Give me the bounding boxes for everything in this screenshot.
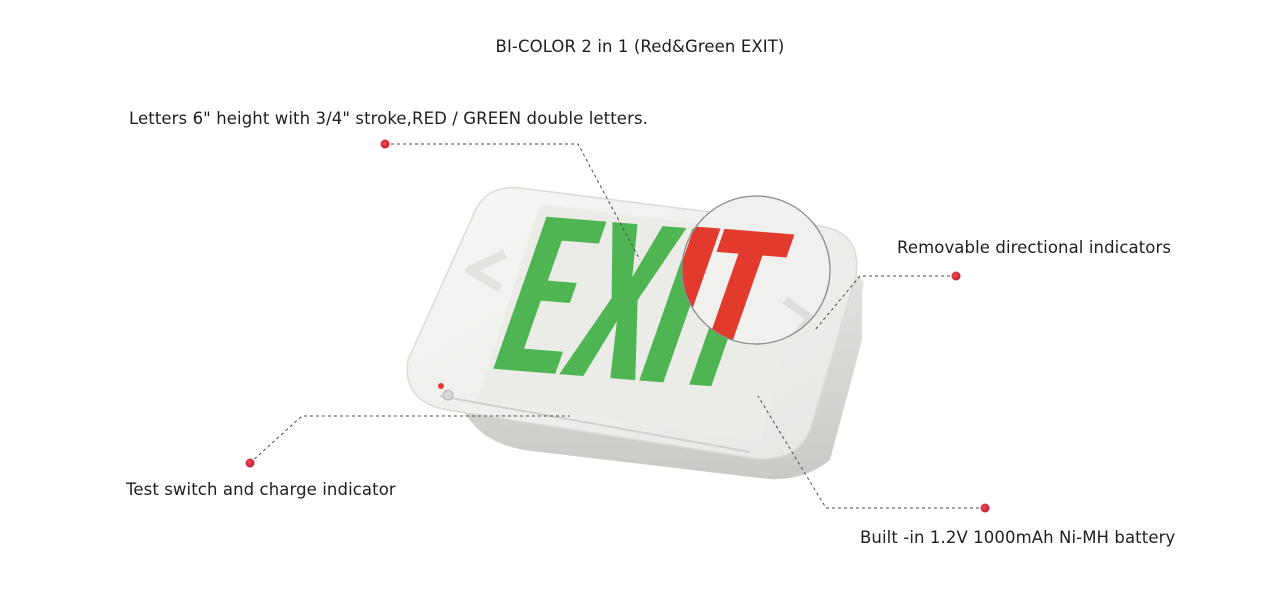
marker-battery xyxy=(980,503,990,513)
leader-battery xyxy=(757,395,985,509)
callout-indicators-label: Removable directional indicators xyxy=(897,238,1172,257)
housing-side xyxy=(420,272,864,480)
left-chevron-icon xyxy=(465,249,507,292)
leader-indicators xyxy=(814,275,956,331)
leader-test xyxy=(249,415,570,464)
marker-letters xyxy=(380,139,390,149)
housing-rim xyxy=(439,395,751,453)
callout-lines xyxy=(249,143,985,509)
leader-letters xyxy=(385,143,641,261)
letter-x xyxy=(559,222,687,381)
callout-letters-label: Letters 6" height with 3/4" stroke,RED /… xyxy=(129,109,648,128)
callout-test-switch-label: Test switch and charge indicator xyxy=(126,480,396,499)
callout-battery-label: Built -in 1.2V 1000mAh Ni-MH battery xyxy=(860,528,1176,547)
marker-indicators xyxy=(951,271,961,281)
magnifier-lens xyxy=(681,195,831,345)
letter-e xyxy=(493,216,607,374)
letter-t-red xyxy=(693,228,795,344)
callout-markers xyxy=(245,139,990,513)
charge-indicator-led xyxy=(438,383,444,389)
marker-test-switch xyxy=(245,458,255,468)
test-switch xyxy=(442,389,454,401)
letter-i-red xyxy=(682,226,721,344)
page-title: BI-COLOR 2 in 1 (Red&Green EXIT) xyxy=(495,37,785,56)
